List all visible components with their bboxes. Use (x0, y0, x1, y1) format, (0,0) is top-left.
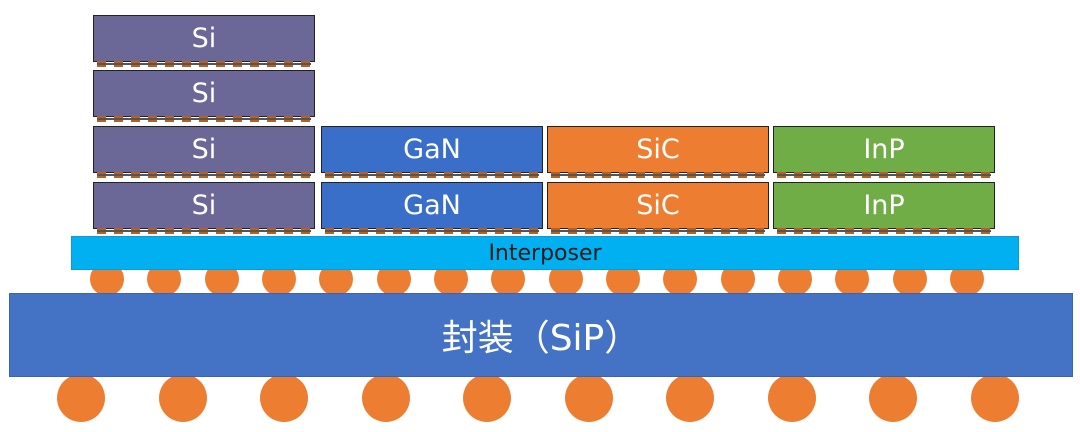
die-label: GaN (403, 134, 461, 165)
die-sic-1: SiC (547, 126, 769, 173)
micro-bump-row (325, 172, 539, 178)
micro-bump-row (551, 228, 765, 234)
die-inp-1: InP (773, 126, 995, 173)
solder-ball (158, 374, 207, 422)
interposer-layer: Interposer (71, 236, 1019, 270)
die-label: Si (191, 23, 217, 54)
die-si-4: Si (93, 182, 315, 229)
die-inp-2: InP (773, 182, 995, 229)
micro-bump-row (97, 172, 311, 178)
interposer-label: Interposer (488, 240, 602, 266)
solder-ball (767, 374, 816, 422)
die-label: GaN (403, 190, 461, 221)
die-label: Si (191, 78, 217, 109)
die-label: SiC (636, 190, 680, 221)
solder-ball (361, 374, 410, 422)
die-label: InP (863, 134, 905, 165)
die-label: InP (863, 190, 905, 221)
package-substrate: 封装（SiP） (9, 293, 1073, 377)
die-gan-1: GaN (321, 126, 543, 173)
micro-bump-row (97, 61, 311, 67)
solder-ball (971, 374, 1019, 422)
micro-bump-row (325, 228, 539, 234)
solder-ball (260, 374, 309, 422)
solder-ball (666, 374, 715, 422)
solder-ball (463, 374, 512, 422)
die-label: SiC (636, 134, 680, 165)
die-si-2: Si (93, 70, 315, 117)
die-si-1: Si (93, 15, 315, 62)
die-si-3: Si (93, 126, 315, 173)
die-label: Si (191, 190, 217, 221)
solder-ball (869, 374, 918, 422)
micro-bump-row (777, 228, 991, 234)
micro-bump-row (97, 116, 311, 122)
micro-bump-row (777, 172, 991, 178)
die-gan-2: GaN (321, 182, 543, 229)
package-label: 封装（SiP） (441, 318, 641, 359)
micro-bump-row (551, 172, 765, 178)
micro-bump-row (97, 228, 311, 234)
die-label: Si (191, 134, 217, 165)
solder-ball (57, 374, 105, 422)
die-sic-2: SiC (547, 182, 769, 229)
solder-ball (564, 374, 613, 422)
